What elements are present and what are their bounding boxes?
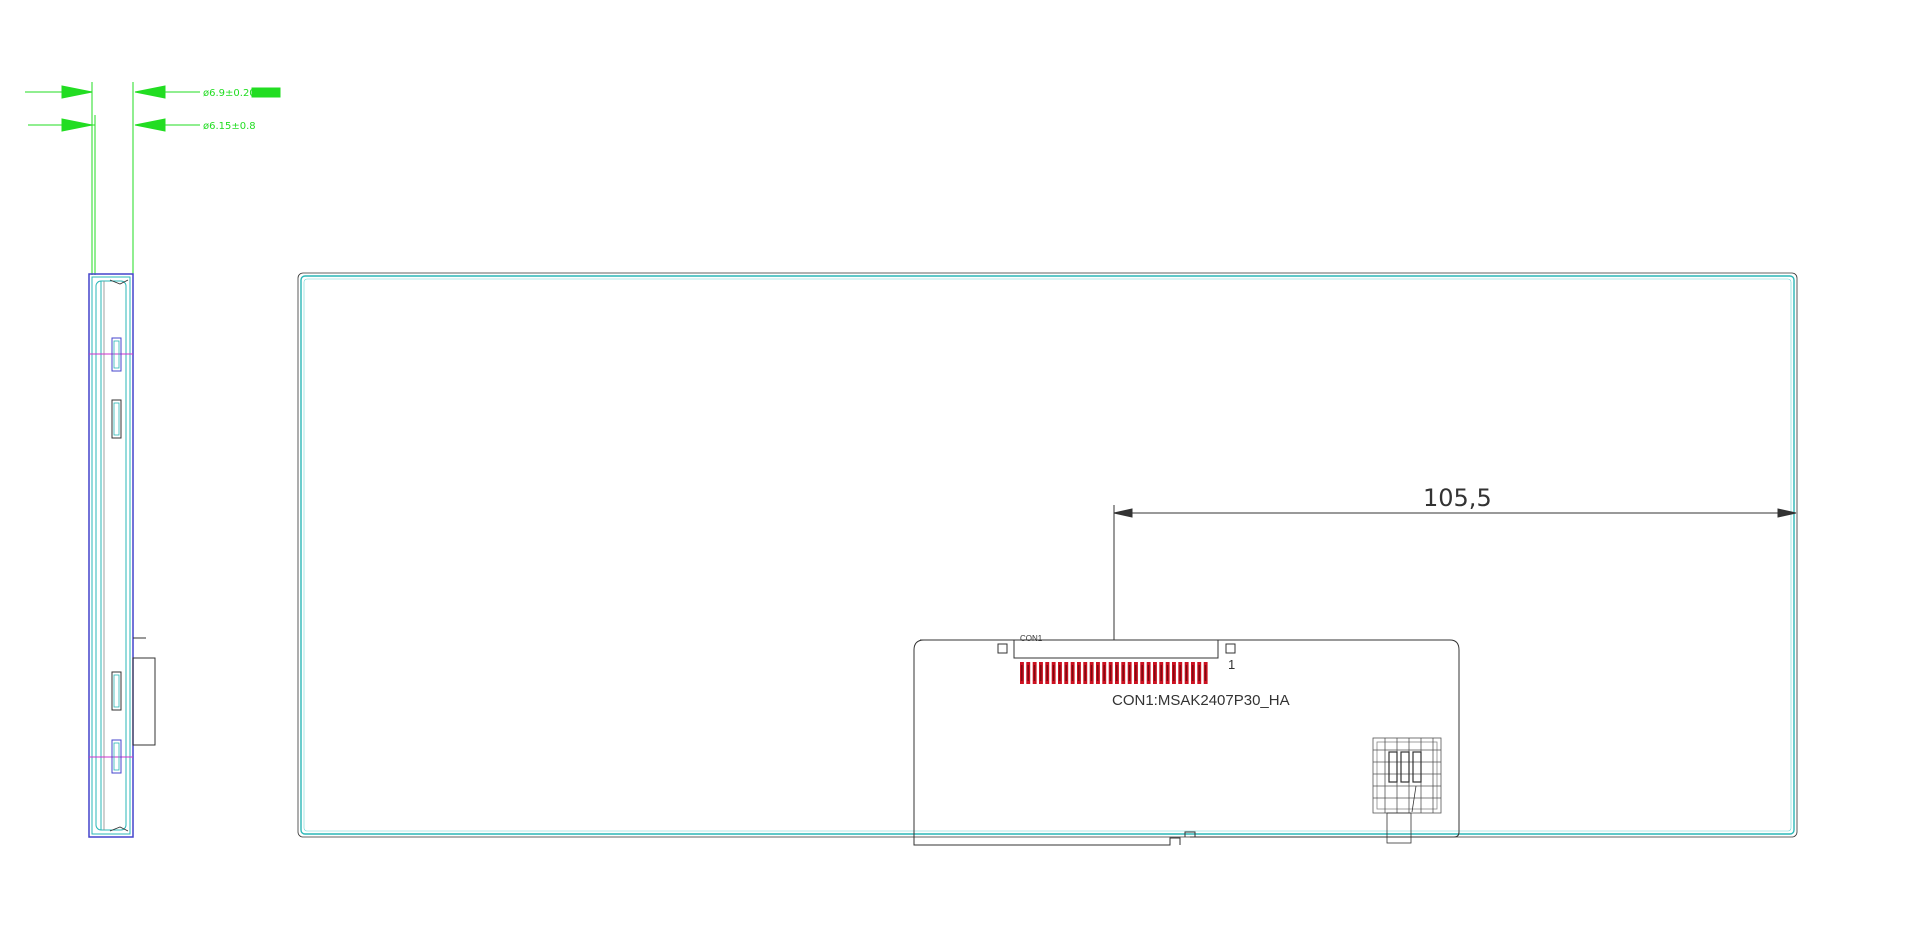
side-slot-1: [111, 337, 122, 372]
connector-pin-contact: [1192, 665, 1194, 681]
width-dimension: [1113, 505, 1797, 640]
connector-pin-contact: [1173, 665, 1175, 681]
connector-pin-contact: [1204, 665, 1207, 681]
connector-housing: [997, 639, 1236, 659]
connector-pin-contact: [1128, 665, 1131, 681]
component-grid: [1372, 737, 1442, 844]
connector-pin-contact: [1084, 665, 1086, 681]
connector-pin-contact: [1021, 665, 1023, 681]
connector-pin-contact: [1185, 665, 1188, 681]
connector-pin-contact: [1033, 665, 1036, 681]
connector-pin-contact: [1103, 665, 1105, 681]
side-body: [88, 273, 156, 838]
connector-pins: [1020, 662, 1208, 684]
width-dimension-text: 105,5: [1423, 484, 1492, 512]
pin-one-label: 1: [1228, 657, 1235, 672]
connector-pin-contact: [1046, 665, 1048, 681]
connector-pin-contact: [1065, 665, 1067, 681]
connector-label: CON1:MSAK2407P30_HA: [1112, 692, 1290, 709]
connector-pin-contact: [1109, 665, 1112, 681]
connector-pin-contact: [1122, 665, 1124, 681]
connector-pin-contact: [1040, 665, 1042, 681]
connector-ref-small: CON1: [1020, 634, 1043, 643]
side-connector-tab: [132, 637, 156, 746]
side-dimension-bottom-text: ø6.15±0.8: [203, 121, 256, 132]
connector-pin-contact: [1141, 665, 1143, 681]
connector-pin-contact: [1059, 665, 1061, 681]
connector-pin-contact: [1052, 665, 1055, 681]
panel-outline: [297, 272, 1798, 838]
connector-pin-contact: [1135, 665, 1137, 681]
side-slot-2: [111, 399, 122, 439]
connector-pin-contact: [1071, 665, 1074, 681]
side-dimension-top: [25, 82, 281, 275]
side-view: ø6.9±0.20 ø6.15±0.8: [25, 82, 281, 838]
side-dimension-bottom: [28, 115, 200, 275]
connector-pin-contact: [1097, 665, 1099, 681]
side-slot-4: [111, 739, 122, 774]
connector-pin-contact: [1166, 665, 1169, 681]
side-dimension-top-text: ø6.9±0.20: [203, 88, 256, 99]
connector-pin-contact: [1027, 665, 1029, 681]
connector-pin-contact: [1179, 665, 1181, 681]
front-view: 105,5 CON1 1 CON1:MSAK2407P30_HA: [297, 272, 1798, 846]
connector-pin-contact: [1116, 665, 1118, 681]
connector-pin-contact: [1198, 665, 1200, 681]
side-slot-3: [111, 671, 122, 711]
connector-pin-contact: [1160, 665, 1162, 681]
connector-pin-contact: [1154, 665, 1156, 681]
connector-pin-contact: [1147, 665, 1150, 681]
connector-pin-contact: [1078, 665, 1080, 681]
connector-pin-contact: [1090, 665, 1093, 681]
dimension-tag-marker: [251, 87, 281, 98]
